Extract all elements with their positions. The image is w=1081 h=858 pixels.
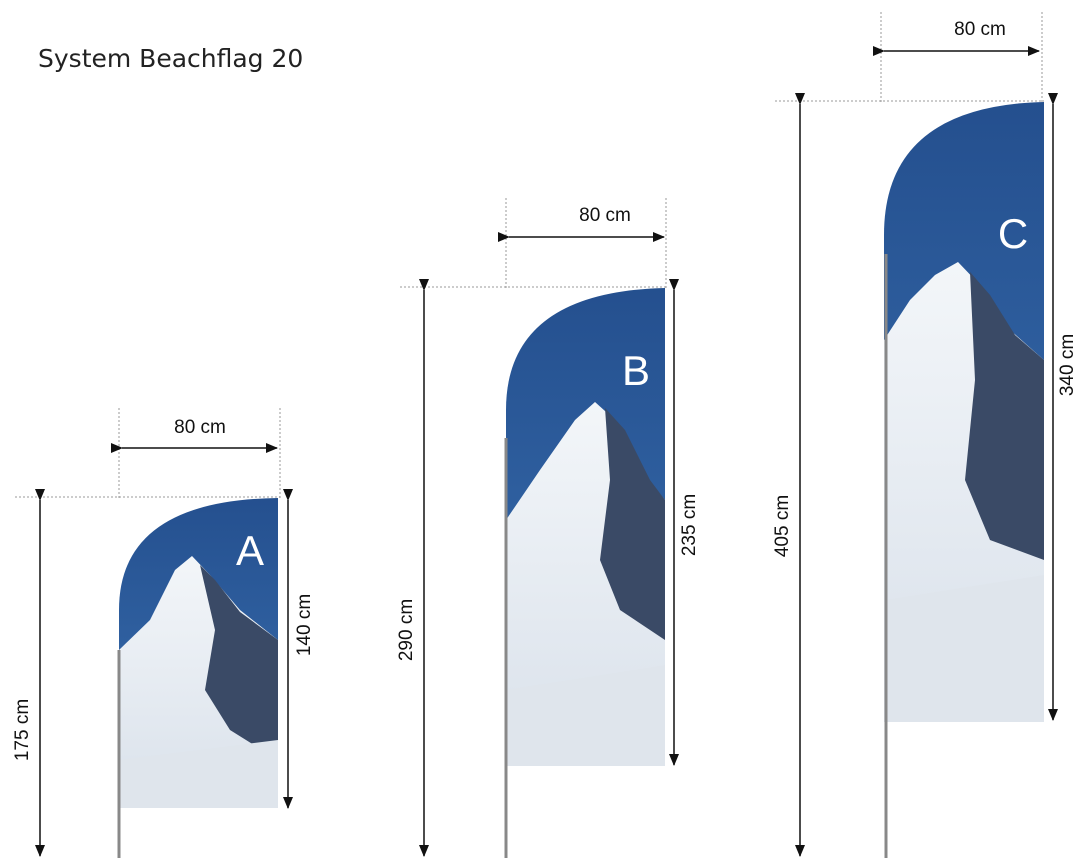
flag-a-letter: A [236,527,264,574]
flag-b-letter: B [622,347,650,394]
flag-c-total-height-label: 405 cm [772,495,793,557]
flag-a-graphic [119,498,278,808]
flag-a-total-height-label: 175 cm [12,699,33,761]
flag-b-flag-height-label: 235 cm [679,494,700,556]
flag-c-group: C 80 cm 340 cm 405 cm [772,12,1078,858]
flag-b-total-height-label: 290 cm [396,599,417,661]
flag-b-width-label: 80 cm [579,205,631,226]
flag-b-graphic [506,288,665,766]
flag-c-flag-height-label: 340 cm [1057,334,1078,396]
flag-b-group: B 80 cm 235 cm 290 cm [396,198,700,858]
flag-c-graphic [884,102,1044,722]
flag-a-group: A 80 cm 140 cm 175 cm [12,408,315,858]
flag-c-letter: C [998,210,1028,257]
flag-a-width-label: 80 cm [174,417,226,438]
diagram-title: System Beachflag 20 [38,44,304,73]
flag-c-width-label: 80 cm [954,19,1006,40]
flag-a-flag-height-label: 140 cm [294,594,315,656]
